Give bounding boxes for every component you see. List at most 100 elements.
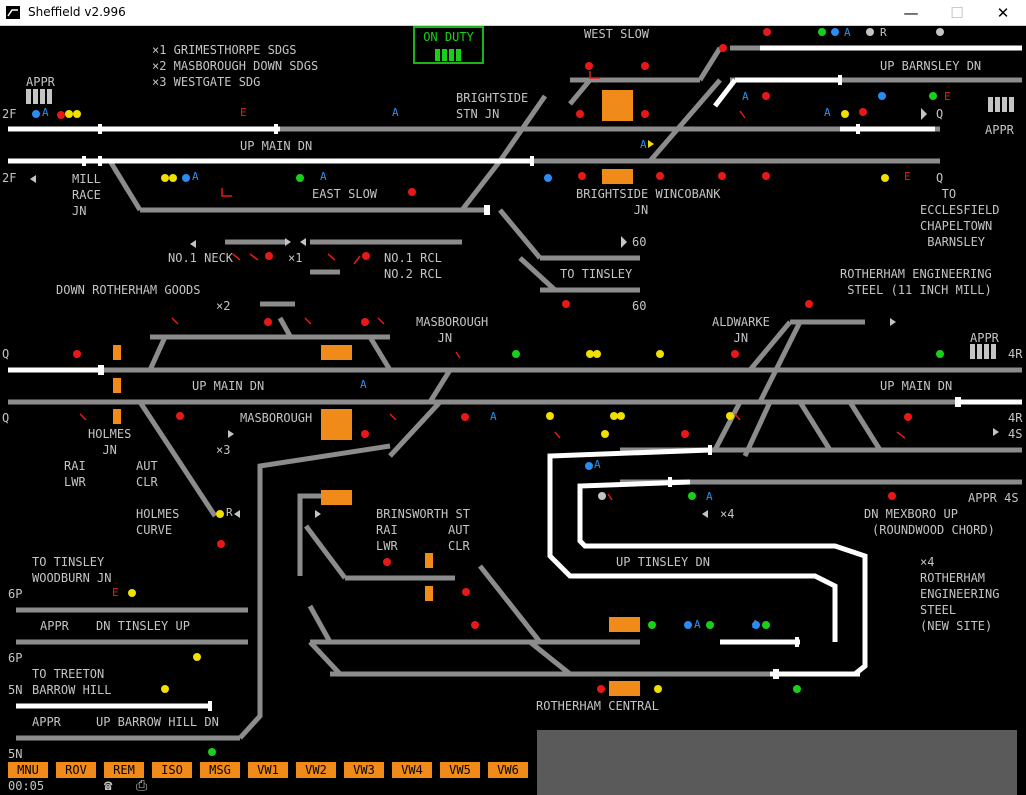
auto-signals[interactable] bbox=[32, 28, 886, 629]
masborough-label: MASBOROUGH bbox=[240, 411, 313, 425]
brinsworth-rai-label: RAI bbox=[376, 523, 398, 537]
brightside-stn-jn-label: BRIGHTSIDE STN JN bbox=[456, 91, 529, 121]
auto-signal-code[interactable]: A bbox=[752, 618, 759, 631]
up-tinsley-dn-label: UP TINSLEY DN bbox=[616, 555, 710, 569]
vw5-button[interactable]: VW5 bbox=[440, 762, 480, 778]
edge-marker-5n-bottom[interactable]: 5N bbox=[8, 747, 23, 761]
edge-marker-4r-bottom[interactable]: 4R bbox=[1008, 411, 1023, 425]
vw2-button[interactable]: VW2 bbox=[296, 762, 336, 778]
edge-marker-5n-top[interactable]: 5N bbox=[8, 683, 23, 697]
edge-marker-60-bottom[interactable]: 60 bbox=[632, 299, 647, 313]
running-lines[interactable] bbox=[8, 45, 1022, 741]
rotherham-eng-steel-label: ROTHERHAM ENGINEERING STEEL (11 INCH MIL… bbox=[840, 267, 992, 297]
edge-marker-q-mid1[interactable]: Q bbox=[2, 347, 10, 361]
brinsworth-clr-label: CLR bbox=[448, 539, 470, 553]
holmes-clr-label: CLR bbox=[136, 475, 158, 489]
emergency-signal-code[interactable]: E bbox=[944, 90, 951, 103]
holmes-jn-label: HOLMES JN bbox=[88, 427, 132, 457]
edge-marker-2f-top[interactable]: 2F bbox=[2, 107, 17, 121]
brinsworth-lwr-label: LWR bbox=[376, 539, 398, 553]
auto-signal-code[interactable]: A bbox=[360, 378, 367, 391]
auto-signal-code[interactable]: A bbox=[824, 106, 831, 119]
rem-button[interactable]: REM bbox=[104, 762, 144, 778]
auto-signal-code[interactable]: A bbox=[192, 170, 199, 183]
edge-marker-6p-top[interactable]: 6P bbox=[8, 587, 23, 601]
edge-marker-2f-bottom[interactable]: 2F bbox=[2, 171, 17, 185]
edge-marker-6p-bottom[interactable]: 6P bbox=[8, 651, 23, 665]
on-duty-indicator[interactable]: ON DUTY bbox=[413, 26, 484, 64]
auto-signal-code[interactable]: A bbox=[706, 490, 713, 503]
edge-marker-q-mid2[interactable]: Q bbox=[2, 411, 10, 425]
appr-label-5n: APPR bbox=[32, 715, 61, 729]
auto-signal-code[interactable]: A bbox=[594, 458, 601, 471]
note-westgate: ×3 WESTGATE SDG bbox=[152, 75, 261, 89]
holmes-lwr-label: LWR bbox=[64, 475, 86, 489]
signal-posts bbox=[79, 71, 906, 501]
route-signal-code[interactable]: R bbox=[880, 26, 887, 39]
edge-marker-60-top[interactable]: 60 bbox=[632, 235, 647, 249]
emergency-signal-code[interactable]: E bbox=[904, 170, 911, 183]
set-routes[interactable] bbox=[8, 45, 1022, 709]
note-grimesthorpe: ×1 GRIMESTHORPE SDGS bbox=[152, 43, 297, 57]
on-duty-bars bbox=[435, 46, 463, 65]
to-ecclesfield-label: TO ECCLESFIELD CHAPELTOWN BARNSLEY bbox=[920, 187, 1000, 249]
auto-signal-code[interactable]: A bbox=[42, 106, 49, 119]
vw3-button[interactable]: VW3 bbox=[344, 762, 384, 778]
up-main-dn-label-right: UP MAIN DN bbox=[880, 379, 953, 393]
dn-mexboro-up-label: DN MEXBORO UP bbox=[864, 507, 958, 521]
east-slow-label: EAST SLOW bbox=[312, 187, 378, 201]
app-icon bbox=[6, 6, 20, 19]
signals-yellow[interactable] bbox=[65, 110, 889, 693]
down-rotherham-goods-label: DOWN ROTHERHAM GOODS bbox=[56, 283, 201, 297]
rov-button[interactable]: ROV bbox=[56, 762, 96, 778]
brightside-wincobank-jn-label: BRIGHTSIDE WINCOBANK JN bbox=[576, 187, 721, 217]
rotherham-central-label: ROTHERHAM CENTRAL bbox=[536, 699, 659, 713]
edge-marker-q-top[interactable]: Q bbox=[936, 107, 944, 121]
edge-marker-q-bottom[interactable]: Q bbox=[936, 171, 944, 185]
to-tinsley-label: TO TINSLEY bbox=[560, 267, 633, 281]
up-barrow-hill-dn-label: UP BARROW HILL DN bbox=[96, 715, 219, 729]
vw4-button[interactable]: VW4 bbox=[392, 762, 432, 778]
emergency-signal-code[interactable]: E bbox=[240, 106, 247, 119]
appr-4s-label: APPR 4S bbox=[968, 491, 1019, 505]
x2-label: ×2 bbox=[216, 299, 231, 313]
auto-signal-code[interactable]: A bbox=[694, 618, 701, 631]
occupied-sections[interactable] bbox=[113, 90, 640, 696]
printer-icon[interactable]: ⎙ bbox=[136, 778, 148, 794]
edge-marker-4r-top[interactable]: 4R bbox=[1008, 347, 1023, 361]
minimize-button[interactable]: — bbox=[903, 4, 919, 22]
note-masborough-down: ×2 MASBOROUGH DOWN SDGS bbox=[152, 59, 319, 73]
emergency-signal-code[interactable]: E bbox=[112, 586, 119, 599]
masborough-jn-label: MASBOROUGH JN bbox=[416, 315, 489, 345]
phone-icon[interactable]: ☎ bbox=[104, 778, 113, 794]
auto-signal-code[interactable]: A bbox=[742, 90, 749, 103]
close-button[interactable]: ✕ bbox=[996, 4, 1010, 22]
west-slow-label: WEST SLOW bbox=[584, 27, 650, 41]
auto-signal-code[interactable]: A bbox=[844, 26, 851, 39]
iso-button[interactable]: ISO bbox=[152, 762, 192, 778]
signals-grey[interactable] bbox=[598, 28, 944, 500]
track-diagram[interactable] bbox=[0, 26, 1026, 795]
vw1-button[interactable]: VW1 bbox=[248, 762, 288, 778]
aldwarke-jn-label: ALDWARKE JN bbox=[712, 315, 770, 345]
auto-signal-code[interactable]: A bbox=[392, 106, 399, 119]
msg-button[interactable]: MSG bbox=[200, 762, 240, 778]
mill-race-jn-label: MILL RACE JN bbox=[72, 172, 101, 218]
signals-green[interactable] bbox=[208, 28, 944, 756]
track-joints bbox=[82, 75, 961, 711]
auto-signal-code[interactable]: A bbox=[320, 170, 327, 183]
edge-marker-4s[interactable]: 4S bbox=[1008, 427, 1023, 441]
holmes-rai-label: RAI bbox=[64, 459, 86, 473]
auto-signal-code[interactable]: A bbox=[490, 410, 497, 423]
roundwood-chord-label: (ROUNDWOOD CHORD) bbox=[872, 523, 995, 537]
dn-tinsley-up-label: DN TINSLEY UP bbox=[96, 619, 190, 633]
route-signal-code[interactable]: R bbox=[226, 506, 233, 519]
signals-red[interactable] bbox=[57, 28, 912, 693]
maximize-button[interactable]: ☐ bbox=[950, 4, 964, 22]
auto-signal-code[interactable]: A bbox=[640, 138, 647, 151]
vw6-button[interactable]: VW6 bbox=[488, 762, 528, 778]
no2-rcl-label: NO.2 RCL bbox=[384, 267, 442, 281]
mnu-button[interactable]: MNU bbox=[8, 762, 48, 778]
no1-neck-label: NO.1 NECK bbox=[168, 251, 234, 265]
no1-rcl-label: NO.1 RCL bbox=[384, 251, 442, 265]
